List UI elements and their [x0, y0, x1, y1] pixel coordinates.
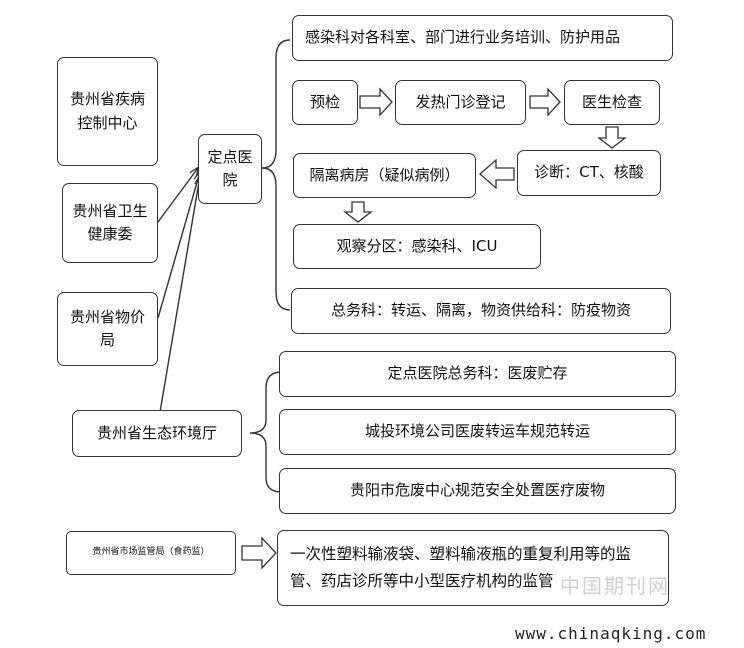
agency-eco-environment: 贵州省生态环境厅	[72, 410, 242, 457]
block-arrow-left-1	[479, 158, 515, 190]
block-arrow-down-2	[343, 201, 373, 223]
waste-brace	[249, 371, 283, 493]
block-arrow-right-1	[359, 87, 393, 117]
agency-cdc-label: 贵州省疾病控制中心	[69, 90, 145, 132]
waste-disposal-label: 贵阳市危废中心规范安全处置医疗废物	[349, 481, 605, 500]
step-precheck: 预检	[292, 80, 358, 125]
waste-transport: 城投环境公司医废转运车规范转运	[279, 409, 676, 455]
step-logistics: 总务科：转运、隔离，物资供给科：防疫物资	[291, 288, 671, 334]
waste-transport-label: 城投环境公司医废转运车规范转运	[364, 422, 590, 441]
agency-price-bureau-label: 贵州省物价局	[69, 307, 145, 349]
designated-hospital-label: 定点医院	[207, 147, 253, 189]
market-supervision-task-label: 一次性塑料输液袋、塑料输液瓶的重复利用等的监管、药店诊所等中小型医疗机构的监管	[290, 544, 632, 590]
step-doctor-exam: 医生检查	[564, 80, 660, 125]
hospital-brace	[261, 39, 291, 311]
market-supervision-task: 一次性塑料输液袋、塑料输液瓶的重复利用等的监管、药店诊所等中小型医疗机构的监管	[277, 530, 669, 606]
arrow-eco-to-hospital	[159, 176, 200, 413]
block-arrow-down-1	[597, 126, 627, 149]
block-arrow-right-2	[529, 87, 561, 117]
step-fever-clinic: 发热门诊登记	[395, 80, 526, 125]
step-logistics-label: 总务科：转运、隔离，物资供给科：防疫物资	[330, 301, 631, 320]
step-diagnosis-label: 诊断：CT、核酸	[534, 163, 644, 182]
arrow-price-to-hospital	[157, 172, 200, 319]
waste-storage: 定点医院总务科：医废贮存	[279, 351, 676, 397]
step-training: 感染科对各科室、部门进行业务培训、防护用品	[292, 15, 673, 61]
agency-price-bureau: 贵州省物价局	[57, 292, 158, 366]
designated-hospital: 定点医院	[198, 134, 262, 204]
agency-health-commission: 贵州省卫生健康委	[62, 183, 158, 263]
step-doctor-exam-label: 医生检查	[581, 92, 642, 111]
site-url: www.chinaqking.com	[515, 624, 707, 643]
block-arrow-right-3	[241, 536, 277, 570]
agency-eco-environment-label: 贵州省生态环境厅	[96, 423, 217, 442]
agency-cdc: 贵州省疾病控制中心	[57, 57, 158, 166]
waste-disposal: 贵阳市危废中心规范安全处置医疗废物	[279, 468, 676, 514]
step-observation-zone: 观察分区：感染科、ICU	[293, 224, 541, 269]
step-training-label: 感染科对各科室、部门进行业务培训、防护用品	[305, 28, 621, 47]
step-fever-clinic-label: 发热门诊登记	[415, 92, 506, 111]
arrow-health-to-hospital	[157, 168, 198, 223]
step-precheck-label: 预检	[309, 92, 340, 111]
step-isolation-ward: 隔离病房（疑似病例）	[293, 153, 476, 198]
agency-market-regulation-label: 贵州省市场监管局（食药监）	[92, 547, 210, 558]
waste-storage-label: 定点医院总务科：医废贮存	[387, 364, 568, 383]
watermark: 中国期刊网	[560, 574, 670, 598]
step-observation-zone-label: 观察分区：感染科、ICU	[336, 236, 498, 255]
agency-health-commission-label: 贵州省卫生健康委	[72, 201, 148, 243]
agency-market-regulation: 贵州省市场监管局（食药监）	[66, 531, 236, 575]
step-isolation-ward-label: 隔离病房（疑似病例）	[309, 165, 460, 184]
step-diagnosis: 诊断：CT、核酸	[517, 150, 661, 196]
